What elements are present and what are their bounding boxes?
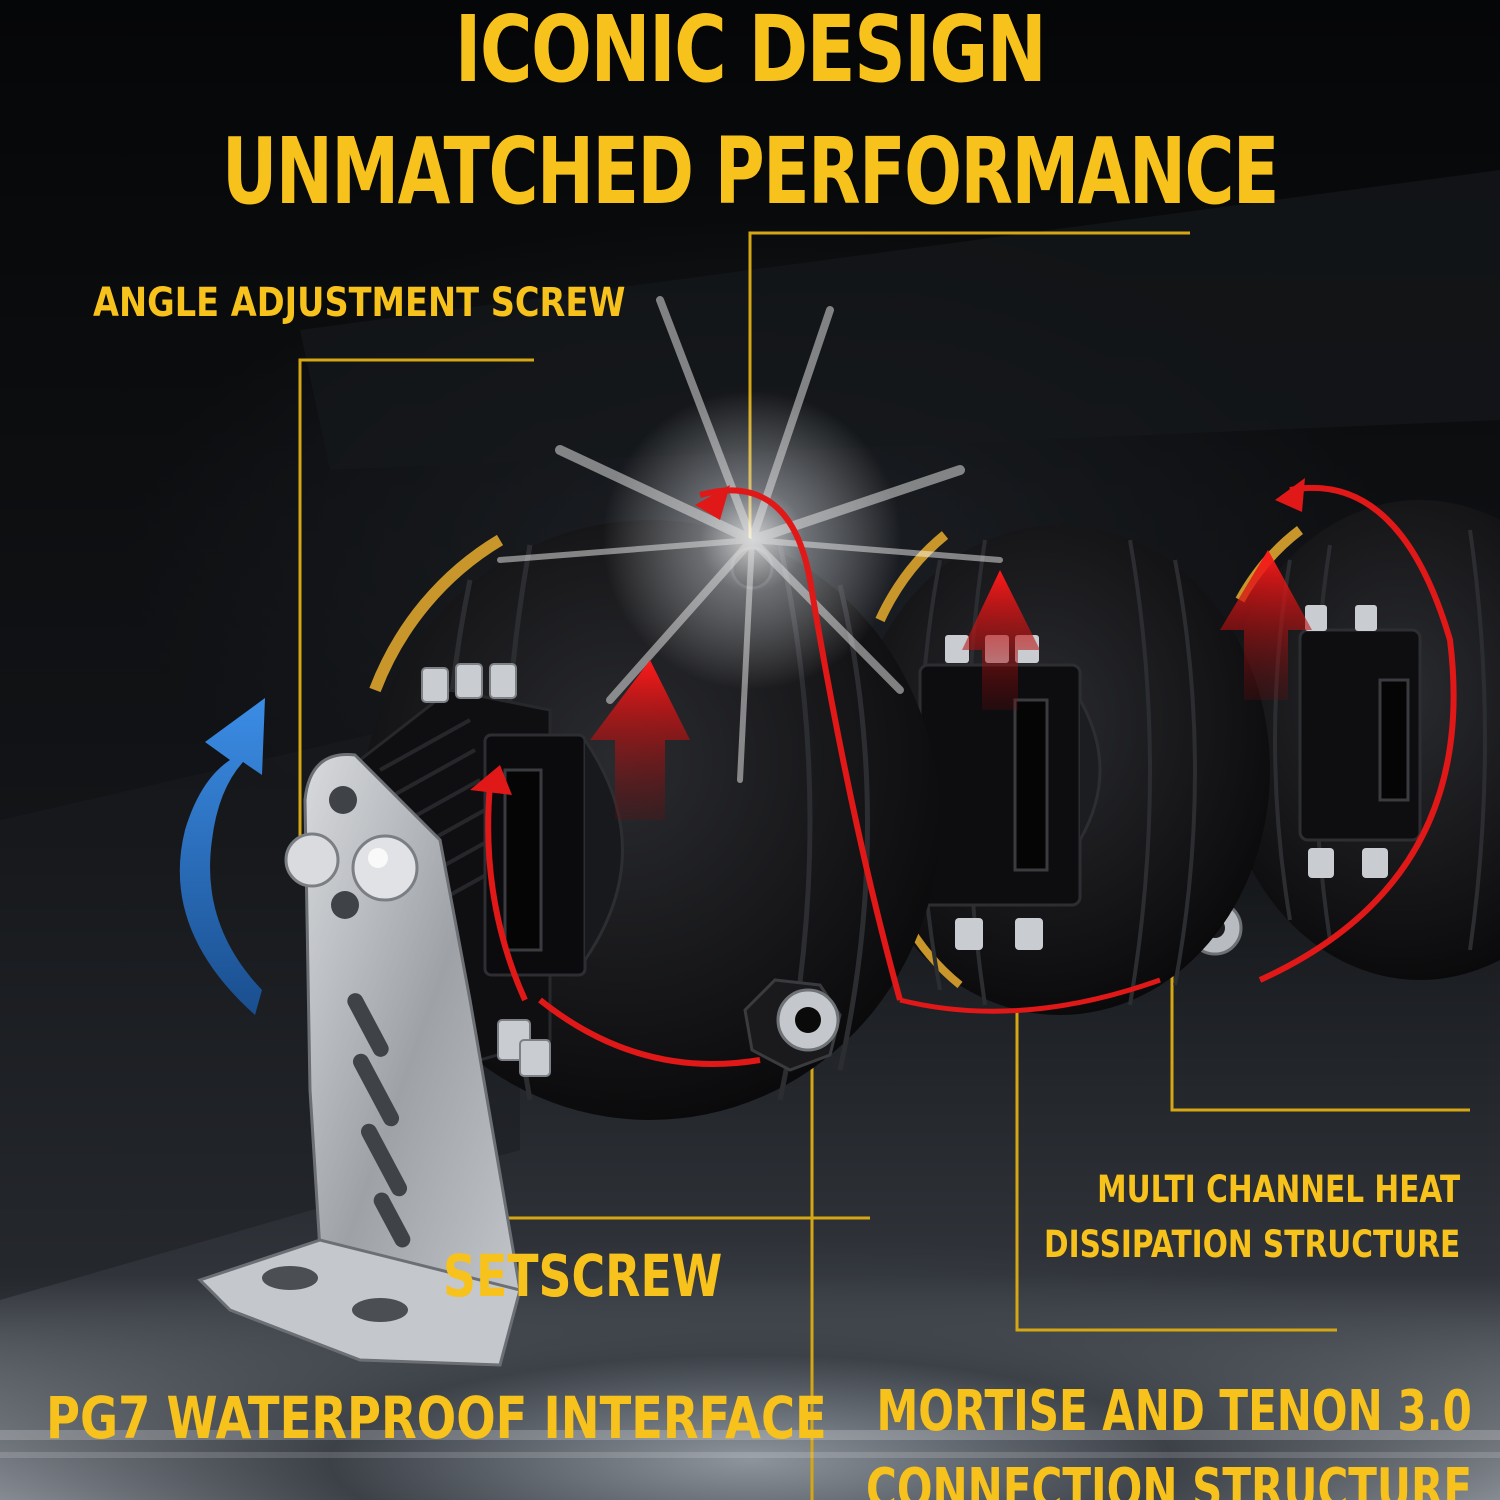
light-glare [0,1430,1500,1458]
callout-angle-adjustment-screw: ANGLE ADJUSTMENT SCREW [93,280,626,326]
headline-line-2: UNMATCHED PERFORMANCE [222,118,1279,225]
callout-setscrew: SETSCREW [443,1242,723,1310]
callout-heat-line-2: DISSIPATION STRUCTURE [1044,1223,1461,1266]
light-burst [497,296,1003,783]
callout-heat-dissipation: MULTI CHANNEL HEAT DISSIPATION STRUCTURE [1044,1162,1460,1272]
airflow-arrow-icon [470,478,1457,1067]
callout-mortise-line-2: CONNECTION STRUCTURE [866,1457,1473,1500]
callout-heat-line-1: MULTI CHANNEL HEAT [1097,1168,1461,1211]
curved-arrow-up-icon [179,698,265,1015]
light-unit-middle [850,525,1270,1015]
headline-line-1: ICONIC DESIGN [454,0,1047,103]
callout-mortise-line-1: MORTISE AND TENON 3.0 [876,1379,1472,1444]
steel-bracket [197,753,522,1367]
callout-mortise-tenon: MORTISE AND TENON 3.0 CONNECTION STRUCTU… [866,1373,1472,1500]
callout-pg7-waterproof-interface: PG7 WATERPROOF INTERFACE [46,1384,827,1452]
